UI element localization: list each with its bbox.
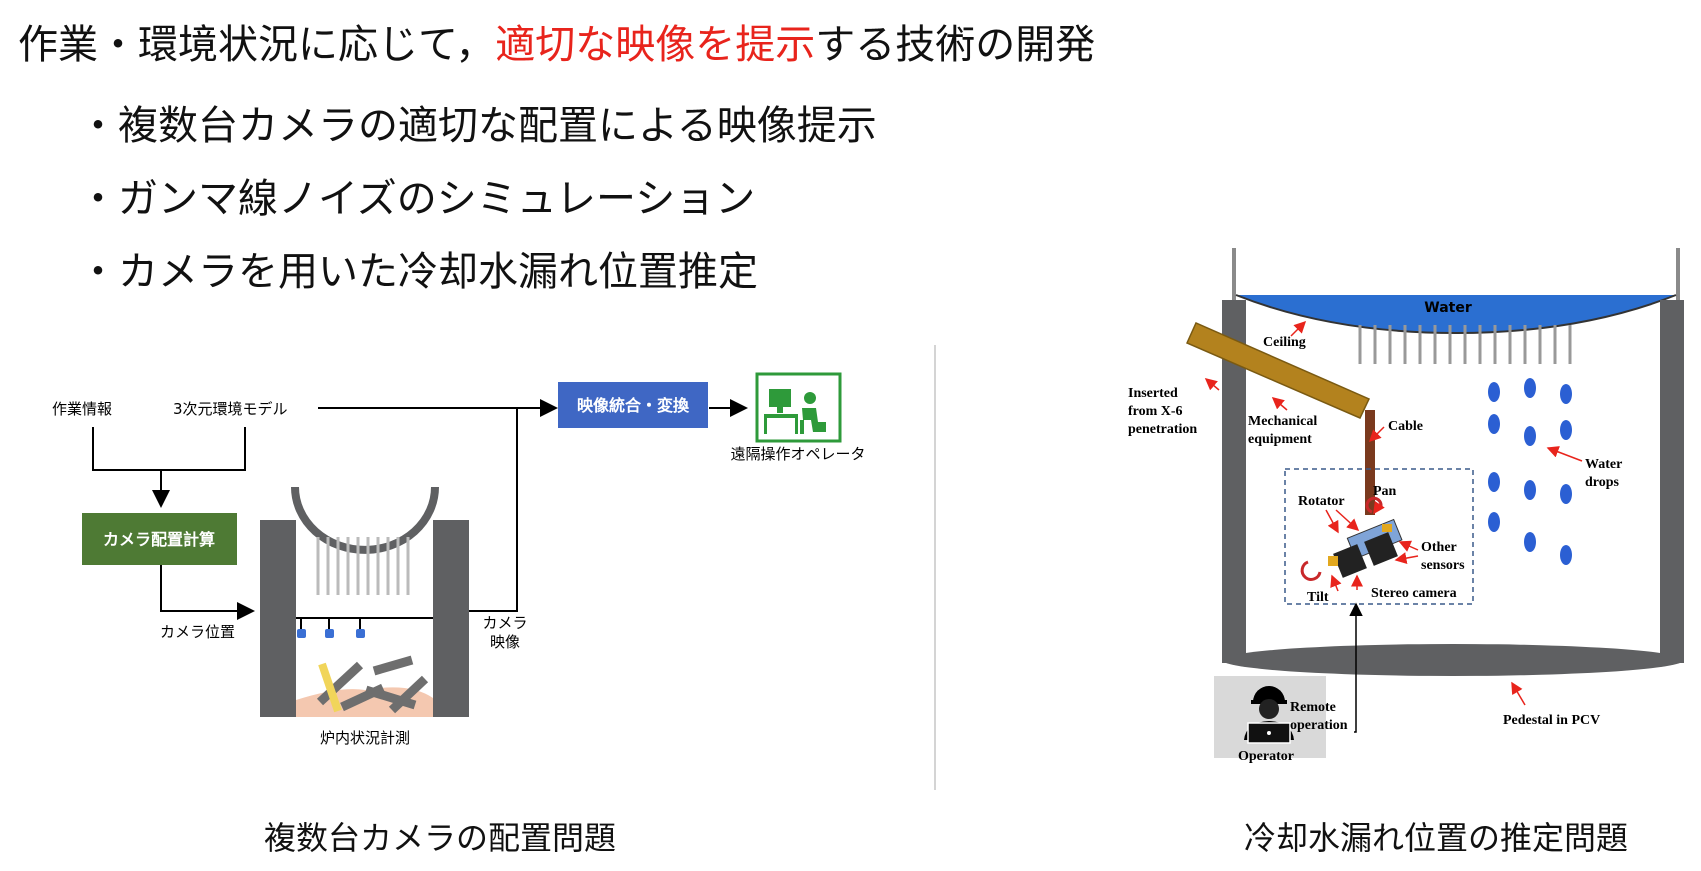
remote-operation-link bbox=[1349, 602, 1363, 733]
page-heading: 作業・環境状況に応じて，適切な映像を提示する技術の開発 bbox=[18, 20, 1095, 70]
water-drops bbox=[1488, 378, 1572, 565]
left-caption: 複数台カメラの配置問題 bbox=[264, 819, 617, 857]
cable bbox=[1365, 410, 1375, 515]
camera-calc-label: カメラ配置計算 bbox=[103, 530, 215, 549]
water-drops-label-2: drops bbox=[1585, 475, 1620, 490]
mechanical-beam bbox=[1186, 322, 1371, 419]
right-caption: 冷却水漏れ位置の推定問題 bbox=[1244, 819, 1629, 857]
camera-calc-box bbox=[82, 513, 237, 565]
operator-monitor-icon bbox=[755, 372, 842, 443]
inserted-label-3: penetration bbox=[1128, 422, 1197, 437]
remote-operation-label-1: Remote bbox=[1290, 700, 1336, 715]
operator-label: Operator bbox=[1238, 749, 1294, 764]
video-integration-label: 映像統合・変換 bbox=[577, 396, 690, 415]
heading-prefix: 作業・環境状況に応じて， bbox=[18, 22, 496, 68]
bullet-item: ・カメラを用いた冷却水漏れ位置推定 bbox=[78, 249, 758, 295]
remote-operation-label-2: operation bbox=[1290, 718, 1348, 733]
inserted-label-1: Inserted bbox=[1128, 386, 1178, 401]
rotator-label: Rotator bbox=[1298, 494, 1345, 509]
remote-operator-label: 遠隔操作オペレータ bbox=[730, 445, 865, 463]
mechanical-label-1: Mechanical bbox=[1248, 414, 1317, 429]
bullet-item: ・複数台カメラの適切な配置による映像提示 bbox=[78, 103, 877, 149]
video-integration-box bbox=[558, 382, 708, 428]
other-sensors-label-2: sensors bbox=[1421, 558, 1465, 573]
merge-connector bbox=[92, 399, 748, 620]
camera-video-label-2: 映像 bbox=[490, 633, 520, 651]
callout-arrows bbox=[1204, 320, 1583, 706]
stereo-camera-assembly bbox=[1328, 518, 1403, 578]
camera-position-label: カメラ位置 bbox=[160, 623, 235, 641]
input-3d-model: 3次元環境モデル bbox=[173, 400, 288, 418]
water-label: Water bbox=[1424, 300, 1472, 316]
camera-icon bbox=[297, 619, 365, 638]
pan-label: Pan bbox=[1373, 484, 1397, 499]
cable-label: Cable bbox=[1388, 419, 1423, 434]
mechanical-label-2: equipment bbox=[1248, 432, 1312, 447]
heading-highlight: 適切な映像を提示 bbox=[495, 22, 816, 68]
camera-video-label-1: カメラ bbox=[482, 614, 527, 632]
pedestal-label: Pedestal in PCV bbox=[1503, 713, 1600, 728]
measurement-label: 炉内状況計測 bbox=[320, 729, 410, 747]
bullet-item: ・ガンマ線ノイズのシミュレーション bbox=[78, 176, 756, 222]
detail-box bbox=[1284, 468, 1474, 605]
stereo-camera-label: Stereo camera bbox=[1371, 586, 1457, 601]
person-laptop-icon bbox=[1244, 686, 1294, 744]
tilt-label: Tilt bbox=[1307, 590, 1329, 605]
input-work-info: 作業情報 bbox=[52, 400, 112, 418]
other-sensors-label-1: Other bbox=[1421, 540, 1457, 555]
reactor-vessel-sketch bbox=[260, 486, 469, 717]
bullet-list: ・複数台カメラの適切な配置による映像提示 ・ガンマ線ノイズのシミュレーション ・… bbox=[78, 90, 877, 309]
inserted-label-2: from X-6 bbox=[1128, 404, 1183, 419]
heading-suffix: する技術の開発 bbox=[815, 22, 1096, 68]
panel-divider bbox=[934, 345, 936, 790]
ceiling-label: Ceiling bbox=[1263, 335, 1306, 350]
water-drops-label-1: Water bbox=[1585, 457, 1622, 472]
